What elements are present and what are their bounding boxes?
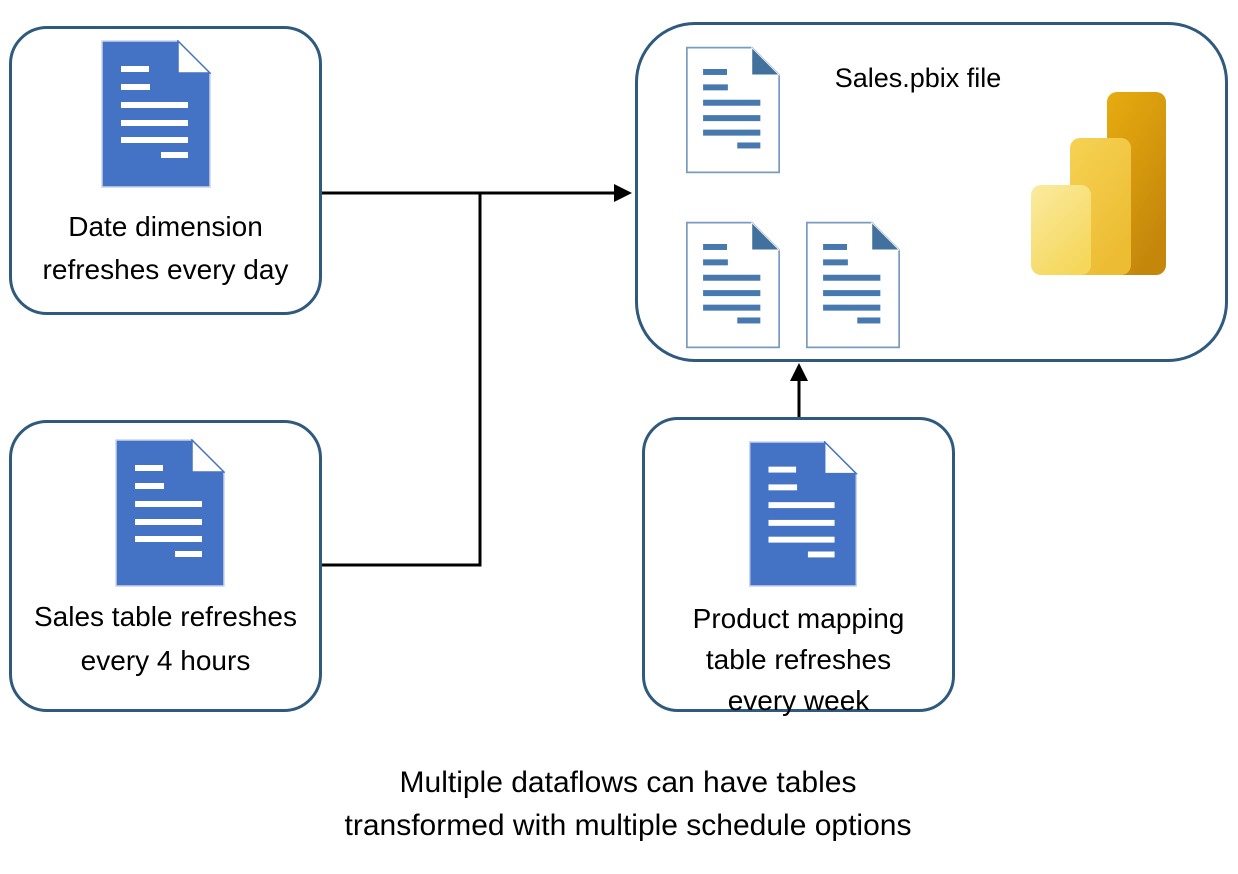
- date-dimension-dataflow-box: Date dimension refreshes every day: [9, 26, 322, 315]
- document-outline-icon: [806, 221, 900, 349]
- arrowhead-up-icon: [790, 363, 808, 381]
- sales-table-label: Sales table refreshes every 4 hours: [33, 601, 298, 676]
- diagram-caption: Multiple dataflows can have tables trans…: [344, 766, 912, 842]
- sales-table-dataflow-box: Sales table refreshes every 4 hours: [9, 420, 322, 712]
- sales-pbix-file-box: Sales.pbix file: [635, 22, 1228, 362]
- document-icon: [748, 441, 858, 587]
- power-bi-logo: [1031, 92, 1166, 275]
- power-bi-bar-short: [1031, 185, 1091, 275]
- document-icon: [101, 40, 211, 188]
- document-icon: [115, 439, 225, 587]
- pbix-file-title: Sales.pbix file: [834, 63, 1002, 93]
- product-mapping-dataflow-box: Product mapping table refreshes every we…: [642, 417, 955, 716]
- arrowhead-right-icon: [614, 184, 632, 202]
- date-dimension-label: Date dimension refreshes every day: [42, 211, 289, 285]
- document-outline-icon: [686, 221, 780, 349]
- document-outline-icon: [686, 46, 780, 174]
- product-mapping-label: Product mapping table refreshes every we…: [692, 603, 905, 716]
